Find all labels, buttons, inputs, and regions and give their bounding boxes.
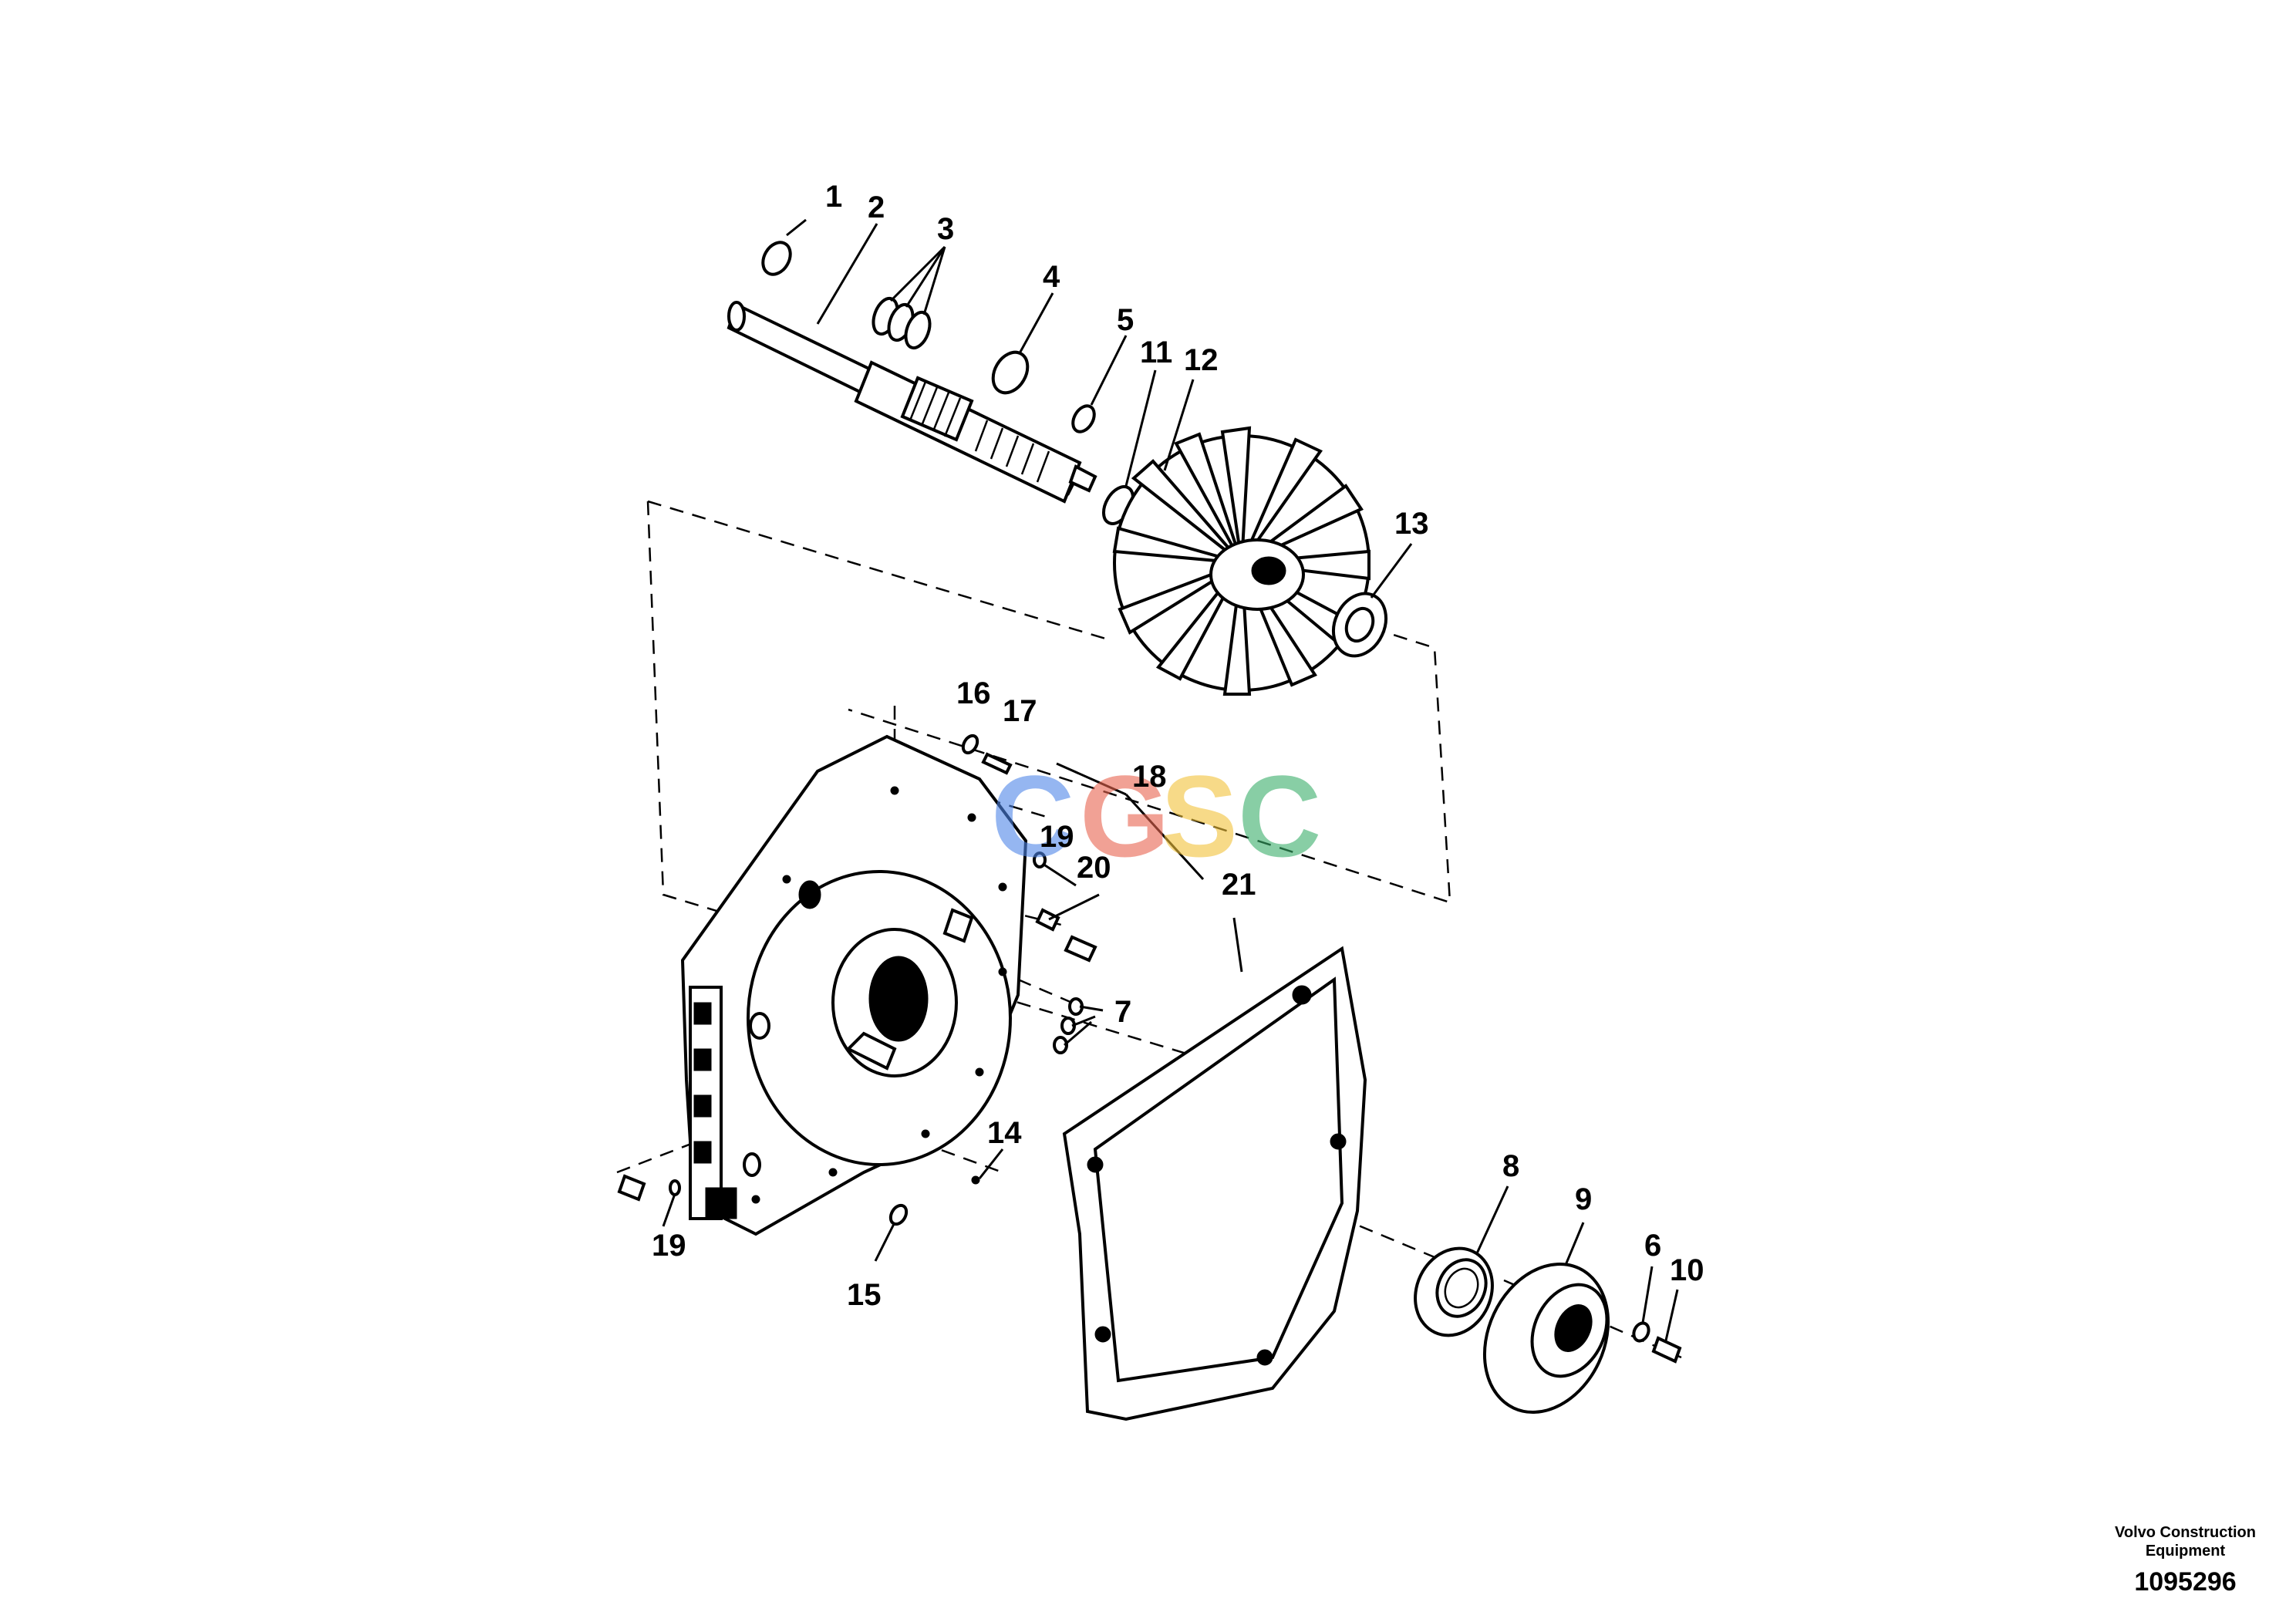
fittings: [617, 733, 1097, 1226]
o-ring-1: [761, 241, 792, 276]
bearing-cover-9: [1482, 1262, 1610, 1415]
callout-5: 5: [1117, 303, 1134, 337]
thrust-washer-13: [1331, 592, 1388, 658]
callout-11: 11: [1140, 336, 1172, 369]
callout-7: 7: [1114, 995, 1131, 1029]
footer: Volvo Construction Equipment 1095296: [2115, 1523, 2256, 1599]
callout-14: 14: [987, 1116, 1022, 1150]
leader-lines: [662, 218, 1679, 1341]
callout-21: 21: [1222, 868, 1256, 902]
ball-bearing-8: [1414, 1246, 1494, 1337]
callout-8: 8: [1502, 1149, 1519, 1183]
brand-line-2: Equipment: [2145, 1543, 2226, 1560]
callout-19-lower: 19: [652, 1229, 686, 1263]
washer-6: [1632, 1321, 1650, 1343]
seal-rings-3: [872, 296, 932, 350]
callout-9: 9: [1575, 1182, 1592, 1216]
callout-2: 2: [868, 191, 885, 224]
callout-19-upper: 19: [1040, 820, 1074, 854]
input-shaft: [727, 301, 1097, 504]
callout-17: 17: [1003, 694, 1037, 728]
callout-13: 13: [1394, 507, 1429, 541]
gasket-21: [1062, 946, 1367, 1421]
callout-1: 1: [825, 180, 842, 214]
brand-line-1: Volvo Construction: [2115, 1524, 2256, 1541]
callout-3: 3: [937, 212, 954, 246]
callout-4: 4: [1043, 260, 1060, 294]
callout-16: 16: [956, 676, 991, 710]
watermark-letter-2: G: [1080, 751, 1170, 881]
screw-10: [1651, 1336, 1682, 1364]
callout-10: 10: [1670, 1253, 1704, 1287]
callout-12: 12: [1184, 343, 1219, 377]
turbine-wheel: [1112, 426, 1371, 696]
callout-15: 15: [847, 1278, 882, 1312]
watermark-letter-3: S: [1161, 751, 1238, 881]
watermark-letter-4: C: [1238, 751, 1321, 881]
o-ring-4: [991, 350, 1030, 395]
callout-18: 18: [1132, 760, 1167, 794]
callout-6: 6: [1644, 1229, 1661, 1263]
callout-20: 20: [1077, 851, 1111, 885]
converter-housing: [680, 734, 1028, 1236]
snap-ring-5: [1071, 404, 1096, 433]
watermark: C G S C: [991, 751, 1321, 881]
document-number: 1095296: [2134, 1567, 2237, 1597]
callout-labels: 1 2 3 4 5 11 12 13 16 17 18 19 20 21 7 1…: [652, 180, 1704, 1312]
watermark-letter-1: C: [991, 751, 1074, 881]
